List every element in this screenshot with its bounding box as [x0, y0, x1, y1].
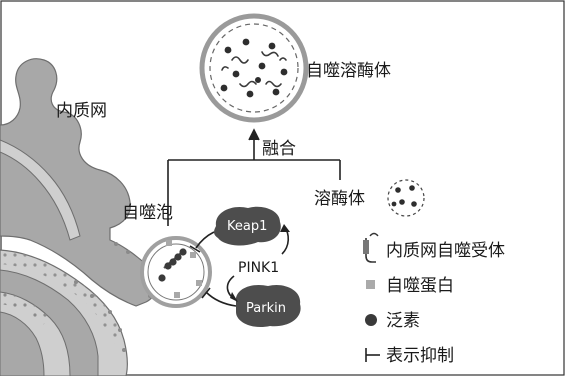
legend-autophagy-protein: 自噬蛋白 — [386, 276, 454, 296]
inhibition-icon — [366, 348, 380, 362]
parkin-label: Parkin — [246, 301, 286, 316]
lysosome — [388, 180, 424, 216]
legend-receptor: 内质网自噬受体 — [386, 241, 505, 261]
autophagosome — [142, 238, 210, 306]
ubiquitin-icon — [365, 314, 377, 326]
er-label: 内质网 — [56, 101, 107, 121]
er-receptor-icon — [363, 234, 378, 263]
fusion-label: 融合 — [262, 139, 296, 159]
autophagosome-label: 自噬泡 — [122, 203, 173, 223]
autophagolysosome — [202, 16, 306, 120]
pink1-label: PINK1 — [238, 260, 279, 276]
autophagy-protein-icon — [366, 280, 375, 289]
legend: 内质网自噬受体 自噬蛋白 泛素 表示抑制 — [363, 234, 505, 367]
autophagolysosome-label: 自噬溶酶体 — [306, 61, 391, 81]
legend-inhibition: 表示抑制 — [386, 346, 454, 366]
keap1-label: Keap1 — [227, 219, 267, 234]
lysosome-label: 溶酶体 — [314, 189, 365, 209]
legend-ubiquitin: 泛素 — [386, 311, 420, 331]
